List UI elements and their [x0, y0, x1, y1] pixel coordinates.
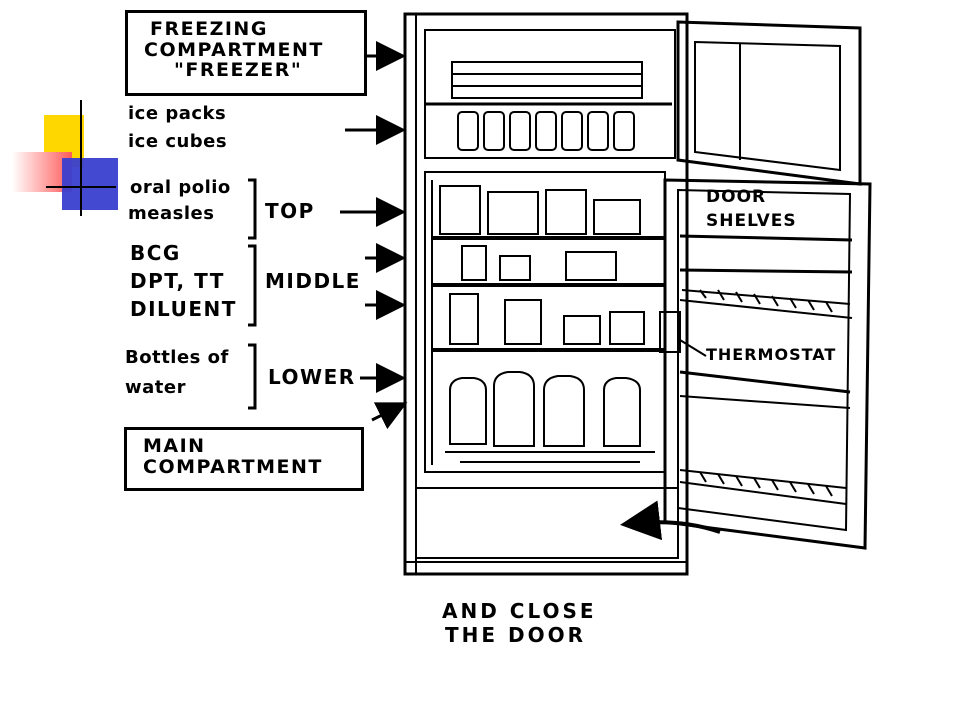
thermostat-label: THERMOSTAT [706, 345, 837, 364]
bcg-label: BCG [130, 241, 181, 265]
freezer-label-line-3: "FREEZER" [174, 59, 303, 82]
freezer-label-line-1: FREEZING [150, 18, 268, 40]
main-door [663, 178, 872, 550]
ice-cubes-label: ice cubes [128, 131, 228, 152]
measles-label: measles [128, 203, 215, 224]
vertical-line [80, 100, 82, 216]
ice-packs-label: ice packs [128, 103, 227, 124]
middle-bracket [248, 244, 257, 327]
main-compartment-label-box: MAIN COMPARTMENT [124, 427, 364, 491]
freezer-compartment [424, 29, 676, 159]
slide-decoration [12, 100, 122, 220]
caption-line-2: THE DOOR [445, 623, 587, 647]
top-bracket [248, 178, 257, 240]
middle-label: MIDDLE [265, 269, 361, 293]
main-label-line-1: MAIN [143, 435, 206, 457]
oral-polio-label: oral polio [130, 177, 231, 198]
arrow-main [371, 402, 408, 430]
diluent-label: DILUENT [130, 297, 237, 321]
freezer-label-box: FREEZING COMPARTMENT "FREEZER" [125, 10, 367, 96]
lower-label: LOWER [268, 365, 356, 389]
main-label-line-2: COMPARTMENT [143, 455, 323, 478]
freezer-label-line-2: COMPARTMENT [144, 38, 324, 61]
lower-bracket [248, 343, 257, 410]
door-shelves-label-line-2: SHELVES [706, 211, 797, 231]
thermostat-dial [659, 311, 681, 353]
close-door-arrow [620, 500, 721, 541]
caption-line-1: AND CLOSE [442, 599, 597, 623]
dpt-tt-label: DPT, TT [130, 269, 225, 293]
top-label: TOP [265, 199, 315, 223]
fridge-body [403, 12, 689, 576]
water-label: water [125, 377, 186, 398]
bottles-of-label: Bottles of [125, 347, 229, 368]
blue-square [62, 158, 118, 210]
horizontal-line [46, 186, 116, 188]
